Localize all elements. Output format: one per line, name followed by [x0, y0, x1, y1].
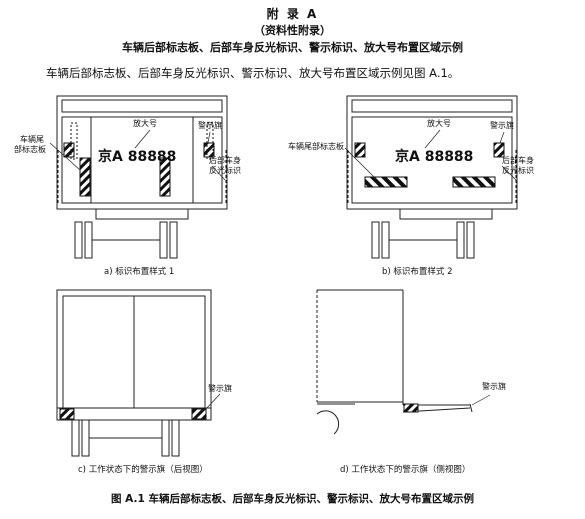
appendix-nature: （资料性附录） — [254, 24, 331, 37]
appendix-heading: 附 录 A — [266, 7, 319, 21]
caption-d: d) 工作状态下的警示旗（侧视图） — [340, 465, 471, 475]
caption-b: b) 标识布置样式 2 — [382, 267, 453, 277]
label-tail-board-a-2: 部标志板 — [14, 145, 46, 154]
tail-board-right-a — [159, 157, 171, 197]
label-rear-reflect-a-2: 反光标识 — [209, 166, 241, 175]
appendix-title: 车辆后部标志板、后部车身反光标识、警示标识、放大号布置区域示例 — [122, 41, 463, 54]
label-tail-board-a-1: 车辆尾 — [20, 135, 44, 144]
label-rear-reflect-b-2: 反光标识 — [502, 166, 534, 175]
truck-b-marks — [347, 142, 517, 205]
label-flag-a: 警示旗 — [198, 121, 222, 130]
leaders-b — [344, 129, 517, 181]
warning-flag-d — [403, 403, 419, 413]
wheel-arc-d — [316, 410, 340, 435]
caption-c: c) 工作状态下的警示旗（后视图） — [78, 465, 208, 475]
warning-flag-left-c — [59, 408, 75, 420]
truck-c — [56, 289, 212, 457]
truck-b — [346, 95, 518, 259]
warning-flag-right-a — [203, 142, 215, 158]
tail-board-left-b — [364, 176, 408, 188]
truck-c-marks — [59, 408, 207, 420]
warning-flag-left-b — [354, 142, 366, 158]
tail-board-right-b — [452, 176, 496, 188]
truck-a-marks — [57, 122, 227, 205]
label-tail-board-b: 车辆尾部标志板 — [288, 142, 344, 151]
tail-board-left-a — [79, 157, 91, 197]
label-flag-b: 警示旗 — [490, 121, 514, 130]
intro-paragraph: 车辆后部标志板、后部车身反光标识、警示标识、放大号布置区域示例见图 A.1。 — [46, 66, 460, 80]
plate-number-b: 京A 88888 — [395, 149, 474, 165]
label-rear-reflect-b-1: 后部车身 — [502, 156, 534, 165]
truck-a — [56, 95, 228, 259]
leader-c — [204, 393, 221, 411]
label-rear-reflect-a-1: 后部车身 — [209, 156, 241, 165]
warning-flag-left-a — [63, 142, 75, 158]
figure-caption: 图 A.1 车辆后部标志板、后部车身反光标识、警示标识、放大号布置区域示例 — [111, 493, 474, 505]
leader-d — [471, 394, 491, 406]
warning-flag-right-c — [191, 408, 207, 420]
label-magnify-a: 放大号 — [133, 119, 157, 128]
label-magnify-b: 放大号 — [427, 119, 451, 128]
label-flag-d: 警示旗 — [482, 382, 506, 391]
label-flag-c: 警示旗 — [208, 384, 232, 393]
plate-number-a: 京A 88888 — [98, 149, 177, 165]
caption-a: a) 标识布置样式 1 — [104, 267, 175, 277]
warning-flag-right-b — [493, 142, 505, 158]
leaders-a — [49, 129, 226, 181]
truck-d — [316, 289, 473, 435]
